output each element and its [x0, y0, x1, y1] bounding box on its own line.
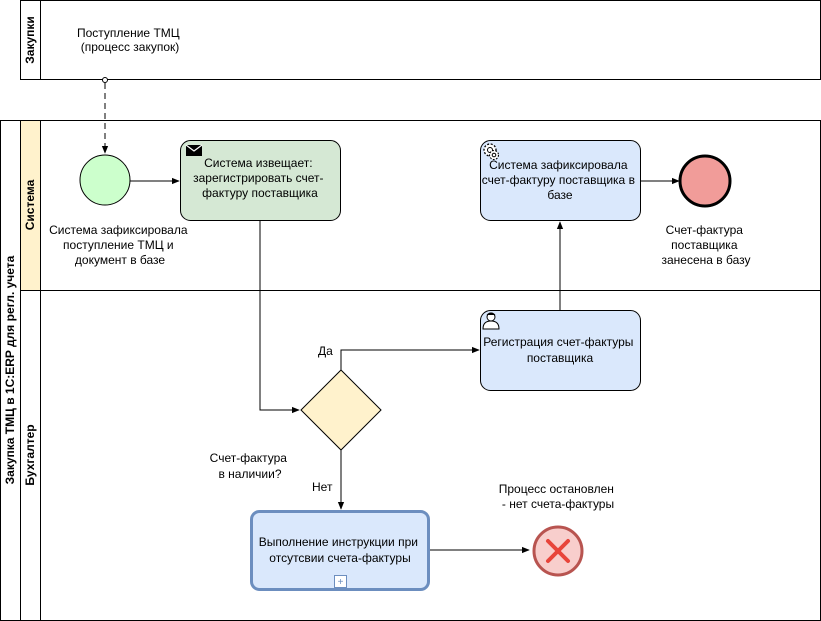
task-register-invoice[interactable]: Регистрация счет-фактуры поставщика: [480, 310, 641, 391]
start-event[interactable]: [79, 154, 131, 206]
expand-marker-icon[interactable]: +: [334, 575, 347, 589]
lane-accountant-title: Бухгалтер: [23, 424, 37, 485]
lane-system-title: Система: [23, 179, 37, 230]
end-event-error[interactable]: [532, 525, 584, 577]
lane-accountant: Бухгалтер: [20, 290, 41, 621]
user-icon: [482, 312, 500, 330]
svg-text:+: +: [338, 577, 344, 588]
pool-purchases-title: Закупки: [23, 16, 37, 64]
lane-system: Система: [20, 120, 821, 291]
flow-gateway-yes: [340, 346, 480, 371]
subprocess-no-invoice[interactable]: Выполнение инструкции при отсутсвии счет…: [250, 510, 430, 591]
task-notify-text: Система извещает: зарегистрировать счет-…: [193, 156, 327, 200]
task-system-recorded-text: Система зафиксировала счет-фактуру поста…: [482, 158, 639, 202]
cross-icon: [546, 539, 570, 563]
end-event-success[interactable]: [678, 154, 732, 208]
end-event-error-label: Процесс остановлен - нет счета-фактуры: [499, 482, 617, 511]
flow-notify-to-gateway: [259, 220, 300, 414]
gear-icon: [483, 143, 500, 161]
task-system-notify[interactable]: Система извещает: зарегистрировать счет-…: [180, 140, 341, 221]
gateway-question-label: Счет-фактура в наличии?: [210, 451, 291, 481]
task-system-recorded[interactable]: Система зафиксировала счет-фактуру поста…: [480, 140, 641, 221]
task-register-text: Регистрация счет-фактуры поставщика: [483, 335, 636, 365]
gateway-yes-label: Да: [318, 344, 333, 358]
end-event-success-label: Счет-фактура поставщика занесена в базу: [662, 223, 751, 267]
envelope-icon: [185, 144, 203, 156]
pool-purchases: Закупки: [20, 0, 821, 80]
pool-main-title: Закупка ТМЦ в 1С:ERP для регл. учета: [3, 255, 17, 484]
start-event-label: Система зафиксировала поступление ТМЦ и …: [49, 223, 191, 267]
gateway-no-label: Нет: [312, 480, 333, 494]
purchase-note: Поступление ТМЦ (процесс закупок): [77, 26, 183, 54]
gateway-invoice-available[interactable]: [300, 369, 382, 451]
message-flow: [101, 77, 109, 154]
subprocess-text: Выполнение инструкции при отсутсвии счет…: [259, 535, 422, 565]
